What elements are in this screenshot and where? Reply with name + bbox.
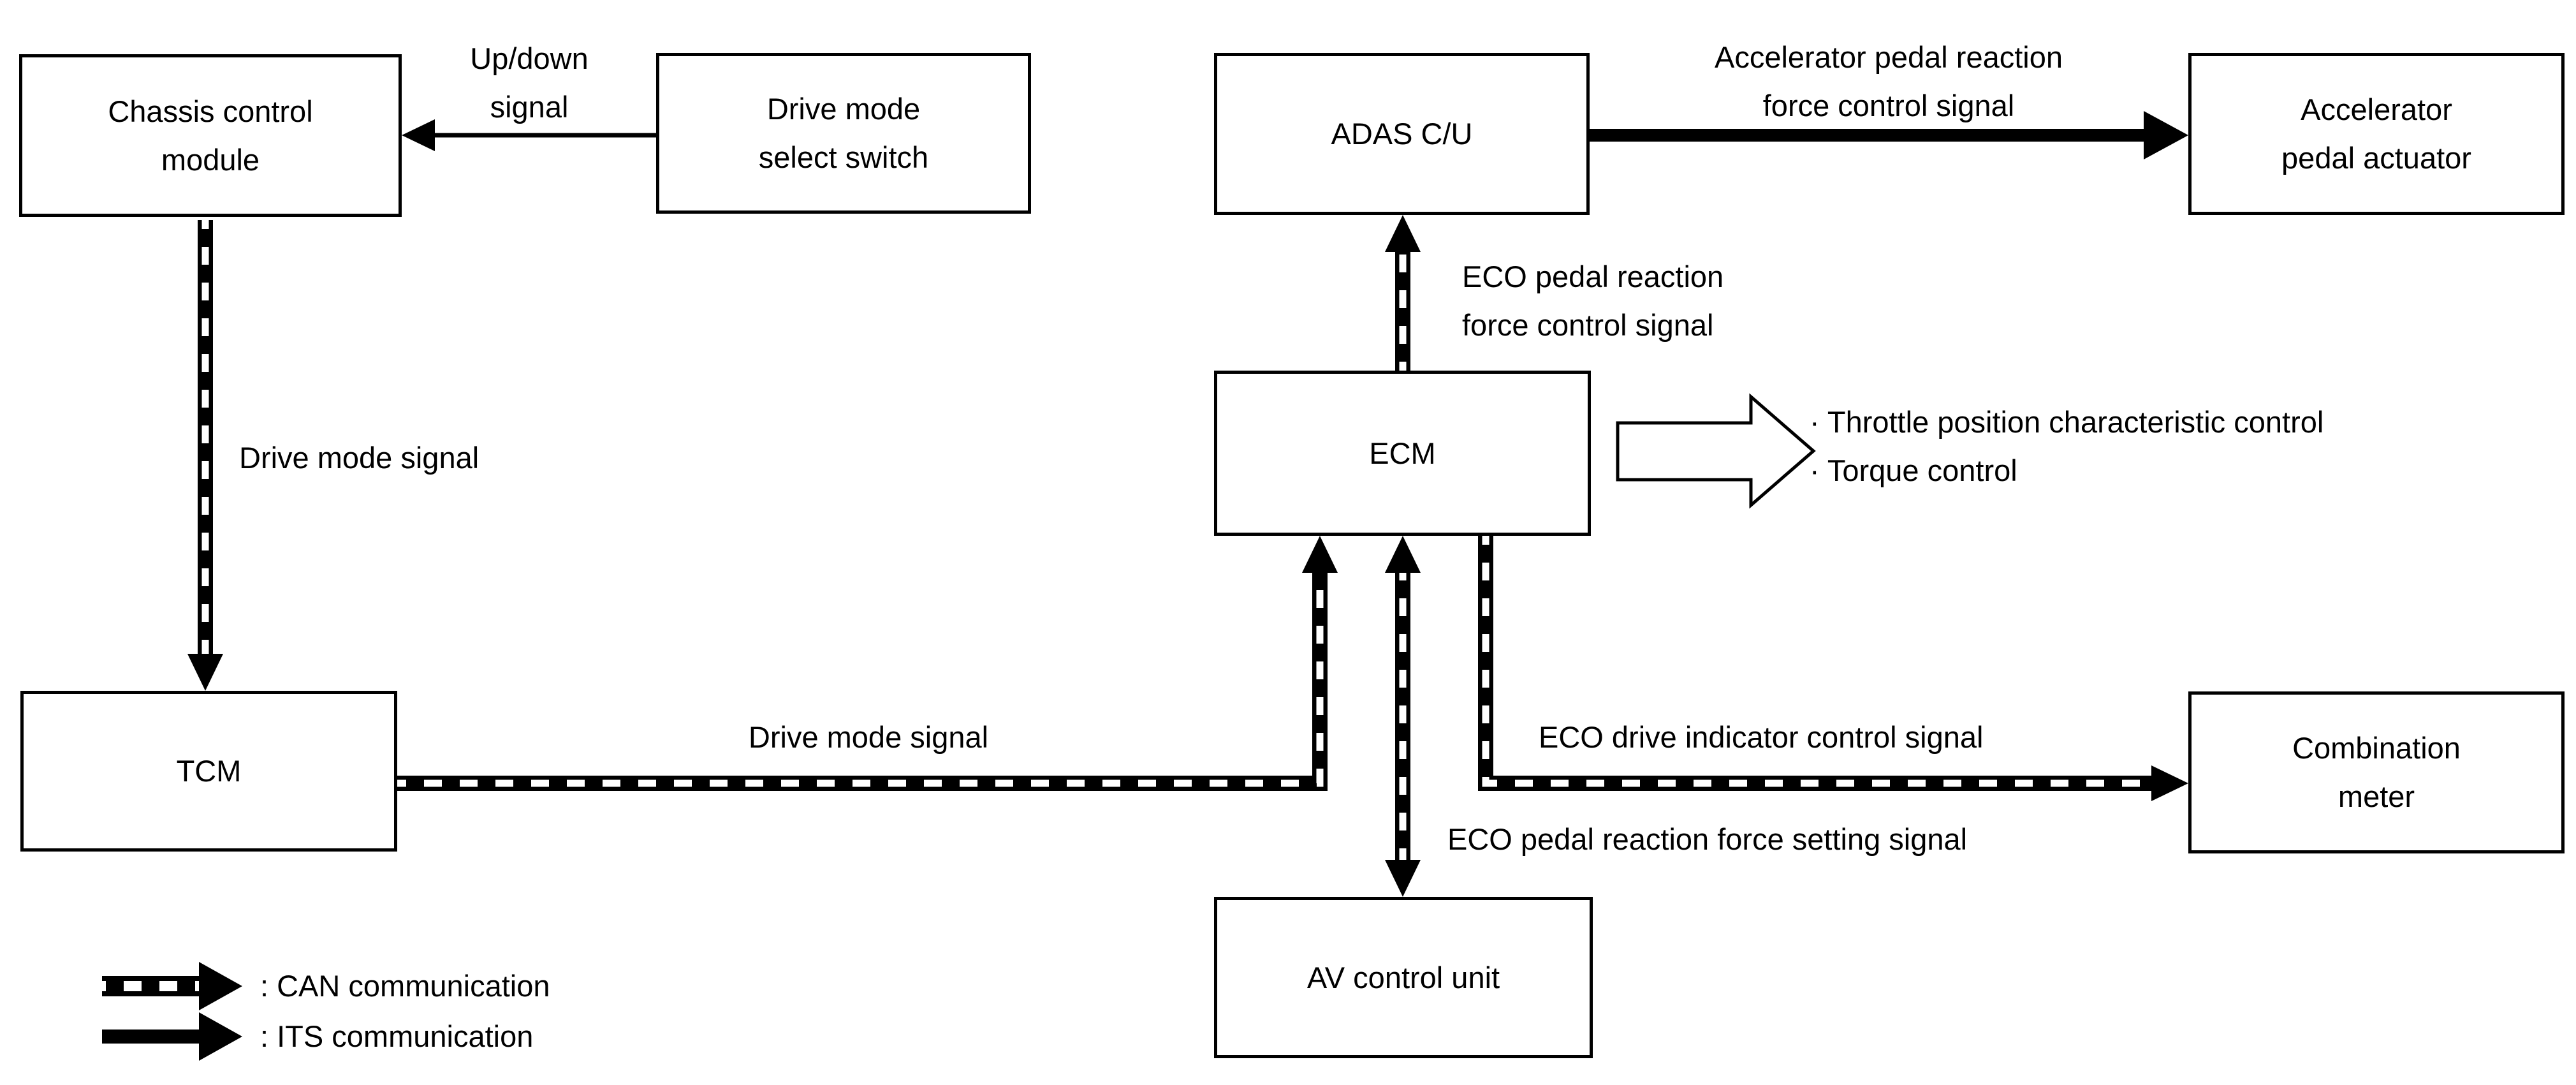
can-connector-ecm-to-meter — [1478, 536, 2188, 801]
can-connector-ecm-to-adas — [1385, 215, 1421, 371]
node-chassis-control-module: Chassis control module — [19, 54, 402, 217]
node-ecm: ECM — [1214, 371, 1591, 536]
node-label: TCM — [176, 754, 242, 788]
label-eco-drive-indicator-control: ECO drive indicator control signal — [1539, 720, 1984, 754]
label-up-down-signal: Up/down signal — [470, 41, 589, 124]
node-label: select switch — [758, 140, 929, 174]
can-connector-ecm-av — [1385, 536, 1421, 897]
label-drive-mode-signal-vertical: Drive mode signal — [239, 441, 479, 475]
node-adas-cu: ADAS C/U — [1214, 53, 1590, 215]
node-label: Accelerator — [2301, 92, 2452, 126]
legend-can-communication: : CAN communication — [260, 969, 550, 1003]
node-label: pedal actuator — [2281, 141, 2471, 175]
can-arrow-icon — [102, 962, 242, 1010]
legend-its-communication: : ITS communication — [260, 1019, 534, 1053]
node-accelerator-pedal-actuator: Accelerator pedal actuator — [2188, 53, 2565, 215]
its-arrow-icon — [102, 1012, 242, 1061]
can-connector-tcm-to-ecm — [397, 536, 1338, 791]
node-tcm: TCM — [20, 691, 397, 852]
node-label: ECM — [1369, 436, 1436, 470]
node-label: ADAS C/U — [1331, 117, 1473, 151]
its-connector-adas-to-actuator — [1590, 111, 2188, 159]
label-eco-pedal-reaction-force-control: ECO pedal reaction force control signal — [1462, 260, 1724, 342]
node-drive-mode-select-switch: Drive mode select switch — [656, 53, 1031, 214]
label-accelerator-pedal-reaction-force-control: Accelerator pedal reaction force control… — [1714, 40, 2063, 122]
label-ecm-output-controls: · Throttle position characteristic contr… — [1810, 405, 2324, 487]
label-eco-pedal-reaction-force-setting: ECO pedal reaction force setting signal — [1447, 822, 1968, 856]
node-label: meter — [2338, 779, 2415, 813]
ecm-output-outline-arrow — [1616, 393, 1816, 509]
node-combination-meter: Combination meter — [2188, 691, 2565, 853]
node-label: AV control unit — [1306, 960, 1500, 994]
signal-arrow-switch-to-chassis — [402, 119, 656, 151]
node-label: Combination — [2292, 731, 2461, 765]
can-connector-chassis-to-tcm — [187, 220, 223, 691]
node-label: Drive mode — [766, 92, 921, 126]
node-av-control-unit: AV control unit — [1214, 897, 1593, 1058]
node-label: Chassis control — [108, 94, 313, 128]
node-label: module — [161, 142, 260, 177]
label-drive-mode-signal-horizontal: Drive mode signal — [748, 720, 989, 754]
